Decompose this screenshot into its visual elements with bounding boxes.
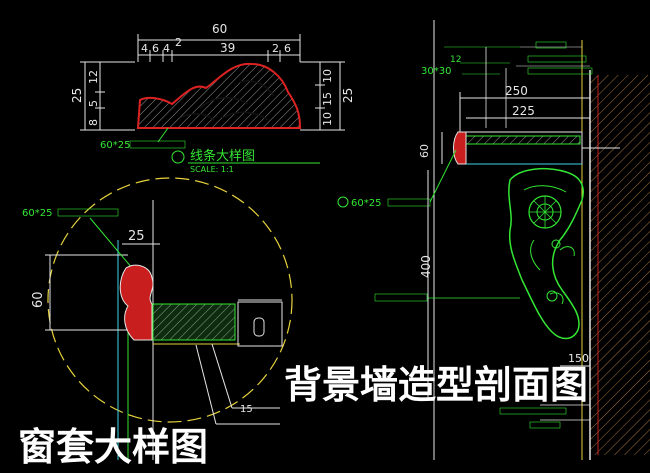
- detail-circle: [47, 177, 293, 423]
- window-title: 窗套大样图: [18, 425, 209, 469]
- section-dim-400: 400: [419, 255, 433, 278]
- dim-top-2: 6: [152, 42, 159, 55]
- section-dim-250: 250: [505, 84, 528, 98]
- dim-top-1: 4: [141, 42, 148, 55]
- section-title: 背景墙造型剖面图: [284, 363, 589, 407]
- section-marker-icon: [337, 196, 349, 208]
- section-dim-60: 60: [418, 144, 431, 158]
- window-moulding: [119, 264, 154, 341]
- dim-top-5: 39: [220, 41, 235, 55]
- profile-scale: SCALE: 1:1: [190, 165, 234, 174]
- dim-right: 25: [341, 88, 355, 103]
- section-dim-150: 150: [568, 352, 589, 365]
- dim-left-2: 5: [87, 100, 100, 107]
- section-detail: 30*30 12 250 225 60 60*25: [337, 20, 650, 460]
- window-frame: [237, 301, 283, 347]
- window-bottom-note: 15: [240, 404, 253, 415]
- dim-left-1: 8: [87, 119, 100, 126]
- shelf-edge-moulding: [453, 131, 467, 165]
- dim-top-7: 6: [284, 42, 291, 55]
- dim-right-inner-3: 10: [321, 69, 334, 83]
- dim-total: 60: [212, 22, 227, 36]
- wood-grain: [179, 80, 275, 121]
- note-text-placeholder: [129, 140, 186, 149]
- profile-title: 线条大样图: [190, 148, 255, 164]
- wall-hatch: [590, 75, 650, 455]
- dim-left-3: 12: [87, 70, 100, 84]
- dim-top-4: 2: [175, 36, 182, 49]
- window-detail: 25 60 60*25 15: [22, 177, 293, 460]
- profile-material-note: 60*25: [100, 140, 130, 151]
- section-note-12: 12: [450, 55, 461, 65]
- dim-right-inner-2: 15: [321, 92, 334, 106]
- dim-top-3: 4: [163, 42, 170, 55]
- section-material-note: 60*25: [351, 198, 381, 209]
- window-material-note: 60*25: [22, 208, 52, 219]
- detail-marker-icon: [171, 150, 185, 164]
- profile-detail: 60 4 6 4 2 39 2 6 25 8 5 12 10 15 10 25: [70, 22, 355, 174]
- window-dim-width: 25: [128, 229, 145, 244]
- carved-bracket: [508, 167, 584, 340]
- dim-left-total: 25: [70, 88, 84, 103]
- section-note-30x30: 30*30: [421, 66, 451, 77]
- moulding-profile: [136, 62, 302, 129]
- window-dim-height: 60: [31, 291, 46, 308]
- section-dim-225: 225: [512, 104, 535, 118]
- dim-right-inner-1: 10: [321, 112, 334, 126]
- dim-top-6: 2: [272, 42, 279, 55]
